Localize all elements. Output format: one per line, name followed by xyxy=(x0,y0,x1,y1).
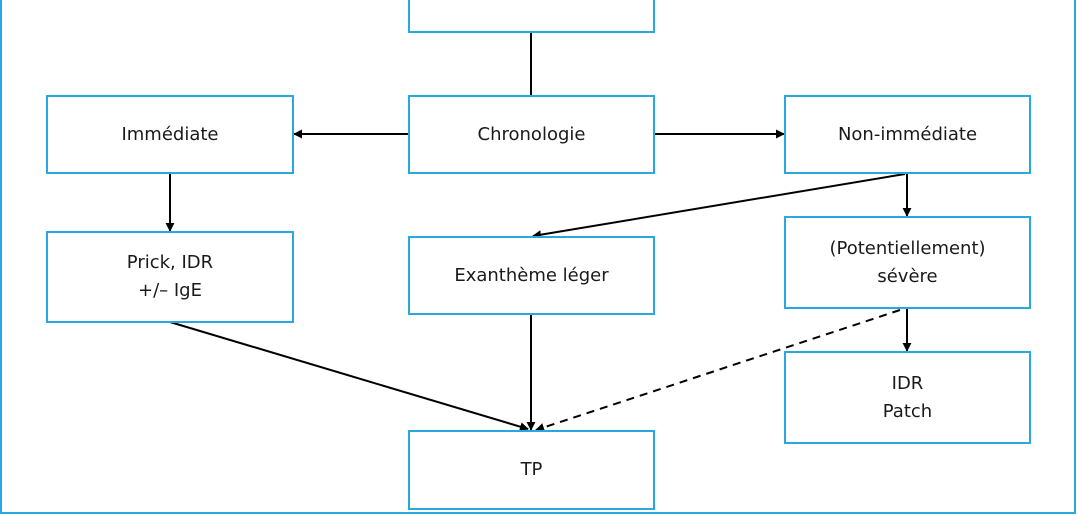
node-severe-label: (Potentiellement) sévère xyxy=(829,237,986,287)
node-exantheme: Exanthème léger xyxy=(408,236,655,315)
node-non-immediate: Non-immédiate xyxy=(784,95,1031,174)
node-prick-idr-label: Prick, IDR +/– IgE xyxy=(126,252,214,301)
node-chronologie: Chronologie xyxy=(408,95,655,174)
node-tp-label: TP xyxy=(520,459,543,480)
node-prick-idr: Prick, IDR +/– IgE xyxy=(46,231,294,323)
node-chronologie-label: Chronologie xyxy=(477,123,586,145)
node-exantheme-label: Exanthème léger xyxy=(454,264,609,286)
node-reaction-label: Réaction xyxy=(492,0,570,8)
node-idr-patch: IDR Patch xyxy=(784,351,1031,444)
node-tp: TP xyxy=(408,430,655,510)
node-non-immediate-label: Non-immédiate xyxy=(837,123,978,145)
node-severe: (Potentiellement) sévère xyxy=(784,216,1031,309)
node-immediate-label: Immédiate xyxy=(121,123,219,145)
node-idr-patch-label: IDR Patch xyxy=(882,372,933,422)
node-immediate: Immédiate xyxy=(46,95,294,174)
node-reaction: Réaction xyxy=(408,0,655,33)
